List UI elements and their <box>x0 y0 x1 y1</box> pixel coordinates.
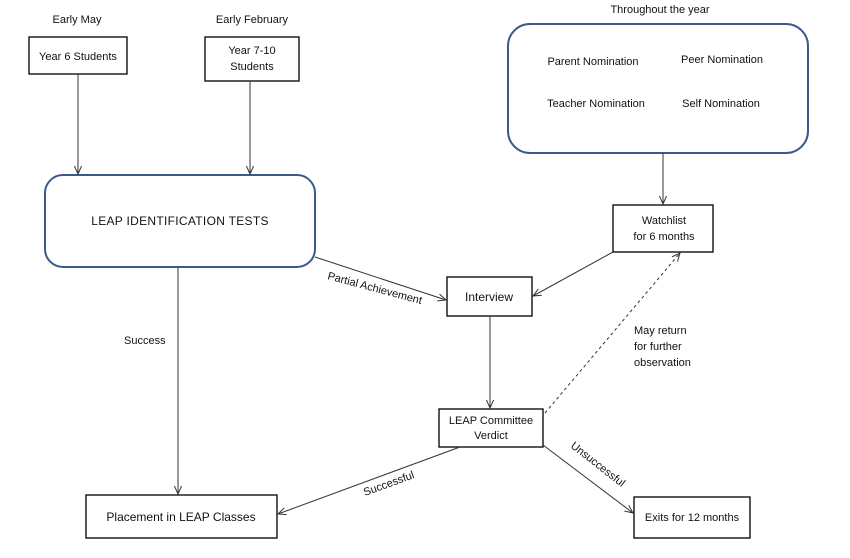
label-unsuccessful: Unsuccessful <box>568 440 627 490</box>
year7-10-label-line2: Students <box>230 61 274 73</box>
label-partial-achievement: Partial Achievement <box>326 270 423 307</box>
arrow-verdict-to-placement <box>278 446 461 514</box>
label-success: Success <box>124 335 166 347</box>
year6-students-box <box>28 36 128 75</box>
parent-nomination: Parent Nomination <box>547 56 638 68</box>
verdict-label-line2: Verdict <box>474 430 508 442</box>
arrow-verdict-to-watchlist <box>544 253 680 414</box>
timing-early-may: Early May <box>53 14 102 26</box>
timing-throughout-year: Throughout the year <box>610 4 709 16</box>
interview-label: Interview <box>465 290 513 304</box>
year6-students-label: Year 6 Students <box>39 51 117 63</box>
arrow-tests-to-interview <box>314 256 446 300</box>
interview-box <box>446 276 533 317</box>
label-may-return-line2: for further <box>634 341 682 353</box>
teacher-nomination: Teacher Nomination <box>547 98 645 110</box>
leap-tests-label: LEAP IDENTIFICATION TESTS <box>91 214 269 228</box>
label-may-return-line1: May return <box>634 325 687 337</box>
exits-box <box>633 496 751 539</box>
year7-10-students-box <box>204 36 300 82</box>
peer-nomination: Peer Nomination <box>681 54 763 66</box>
watchlist-label-line2: for 6 months <box>633 231 695 243</box>
watchlist-box <box>612 204 714 253</box>
nominations-box <box>507 23 809 154</box>
arrow-verdict-to-exits <box>542 444 633 513</box>
watchlist-label-line1: Watchlist <box>642 215 686 227</box>
committee-verdict-box <box>438 408 544 448</box>
self-nomination: Self Nomination <box>682 98 760 110</box>
leap-tests-box <box>44 174 316 268</box>
label-may-return-line3: observation <box>634 357 691 369</box>
year7-10-label-line1: Year 7-10 <box>228 45 275 57</box>
label-successful: Successful <box>362 469 416 498</box>
placement-label: Placement in LEAP Classes <box>106 510 255 524</box>
placement-box <box>85 494 278 539</box>
timing-early-february: Early February <box>216 14 289 26</box>
arrow-watchlist-to-interview <box>533 251 614 296</box>
verdict-label-line1: LEAP Committee <box>449 415 533 427</box>
exits-label: Exits for 12 months <box>645 512 740 524</box>
